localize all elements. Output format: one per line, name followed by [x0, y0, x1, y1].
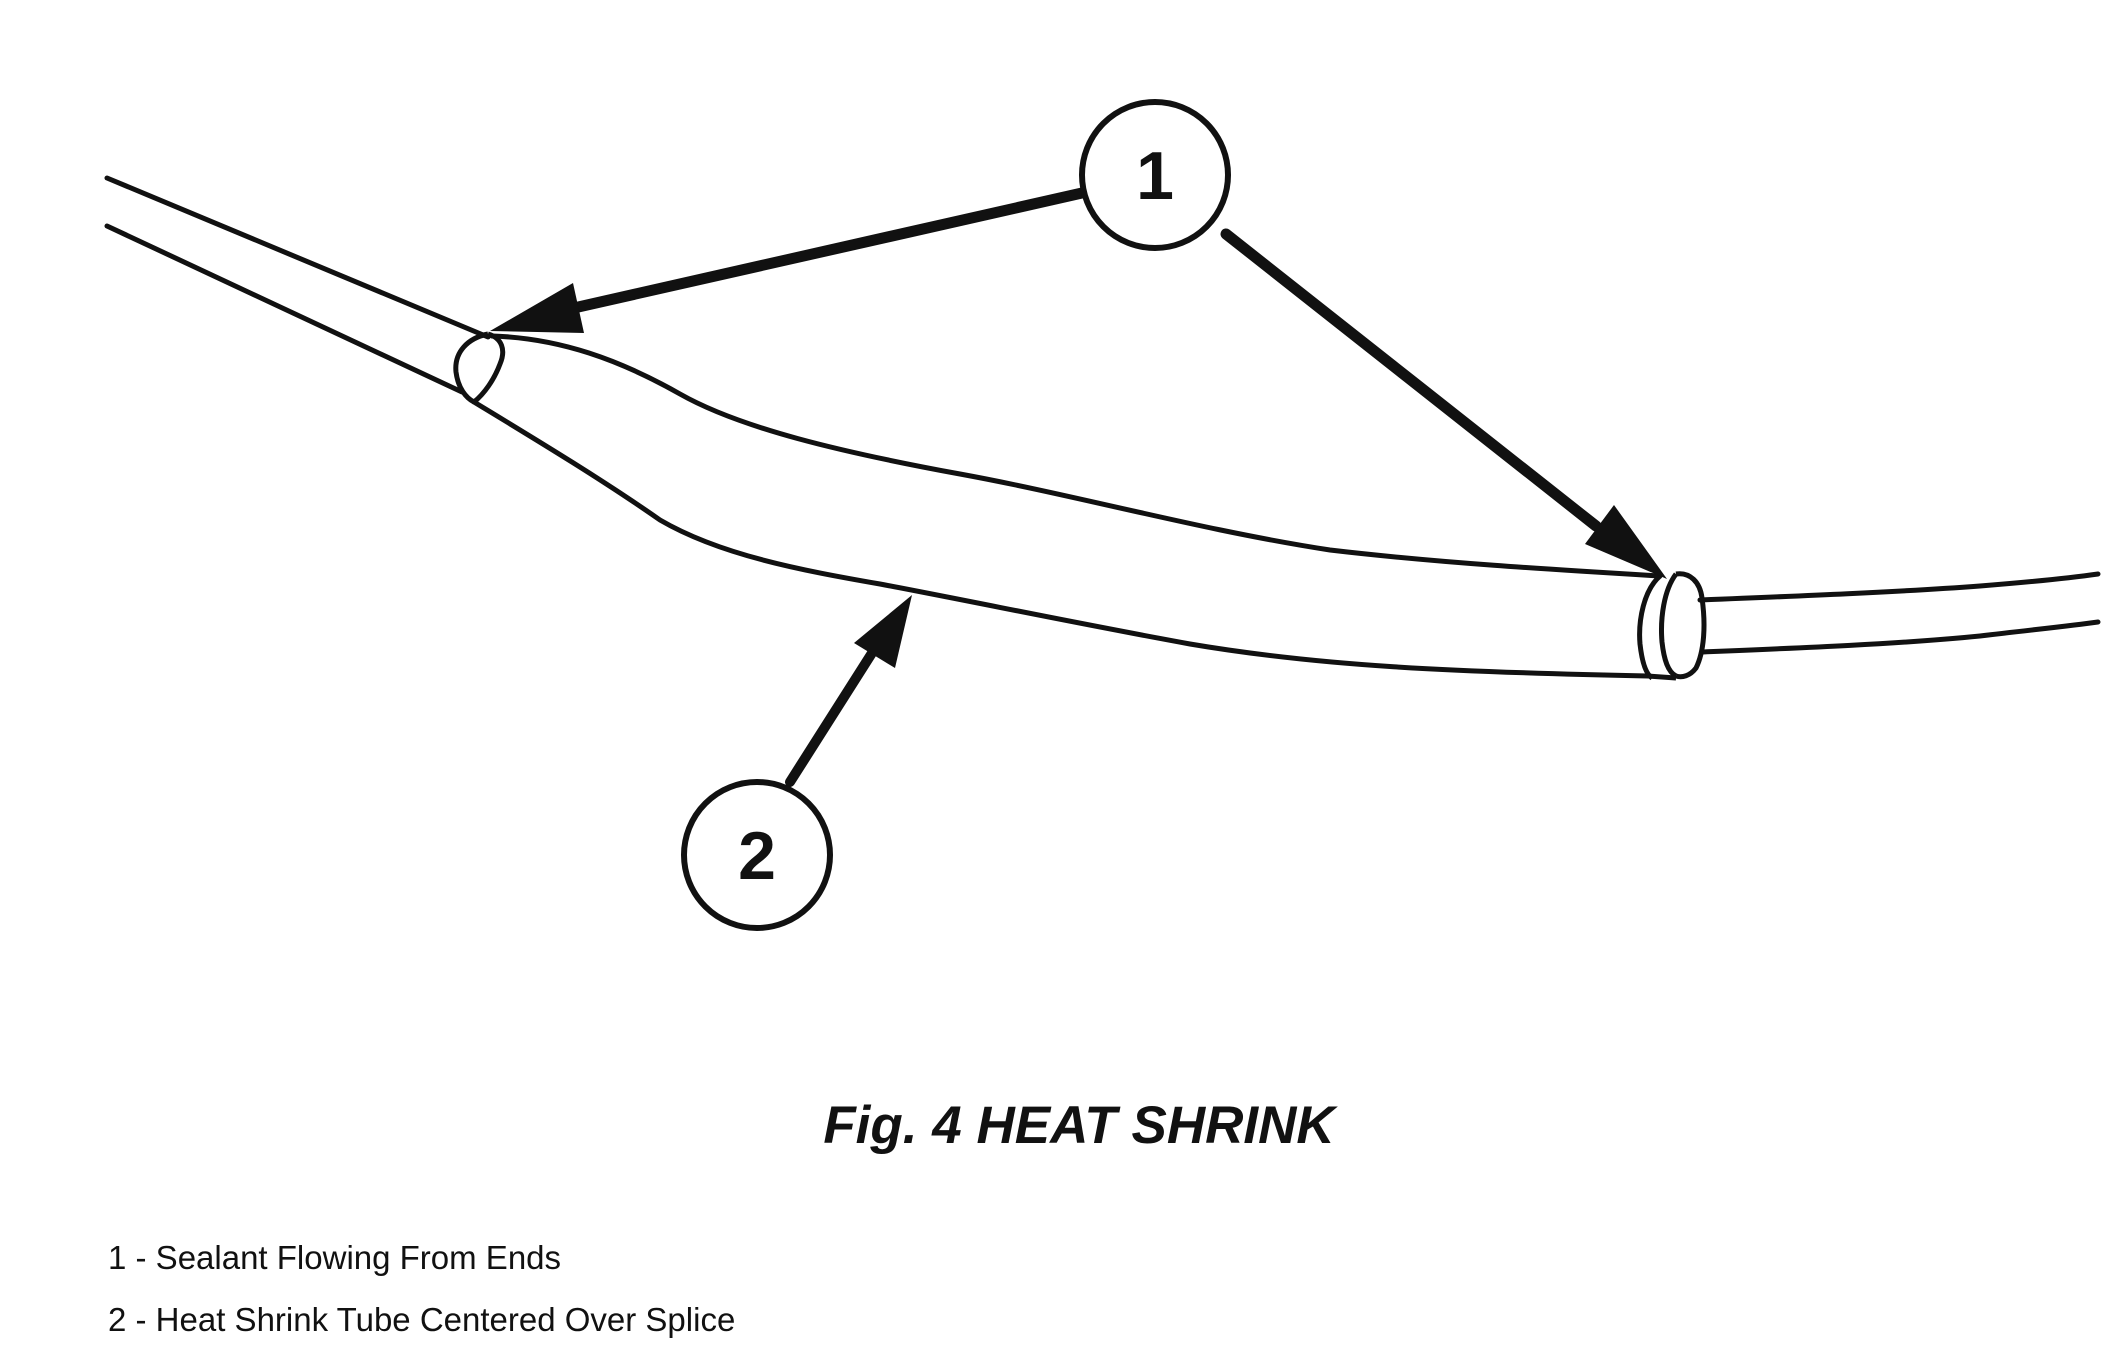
legend-item-1: 1 - Sealant Flowing From Ends: [108, 1239, 562, 1276]
legend: 1 - Sealant Flowing From Ends 2 - Heat S…: [108, 1238, 735, 1362]
heat-shrink-tube: [471, 333, 1663, 679]
callout-2: 2: [681, 779, 833, 931]
right-wire: [1697, 571, 2101, 655]
left-sealant-bead: [453, 331, 506, 405]
callout-1-label: 1: [1136, 138, 1174, 214]
arrow-to-tube: [785, 595, 912, 787]
figure-caption: Fig. 4 HEAT SHRINK: [823, 1096, 1335, 1155]
right-sealant-bead: [1637, 571, 1707, 681]
left-wire: [104, 175, 491, 395]
callout-2-label: 2: [738, 818, 776, 894]
arrow-to-left-sealant: [490, 187, 1088, 333]
arrow-to-right-sealant: [1220, 228, 1667, 579]
callout-1: 1: [1079, 99, 1231, 251]
legend-item-2: 2 - Heat Shrink Tube Centered Over Splic…: [108, 1301, 736, 1338]
